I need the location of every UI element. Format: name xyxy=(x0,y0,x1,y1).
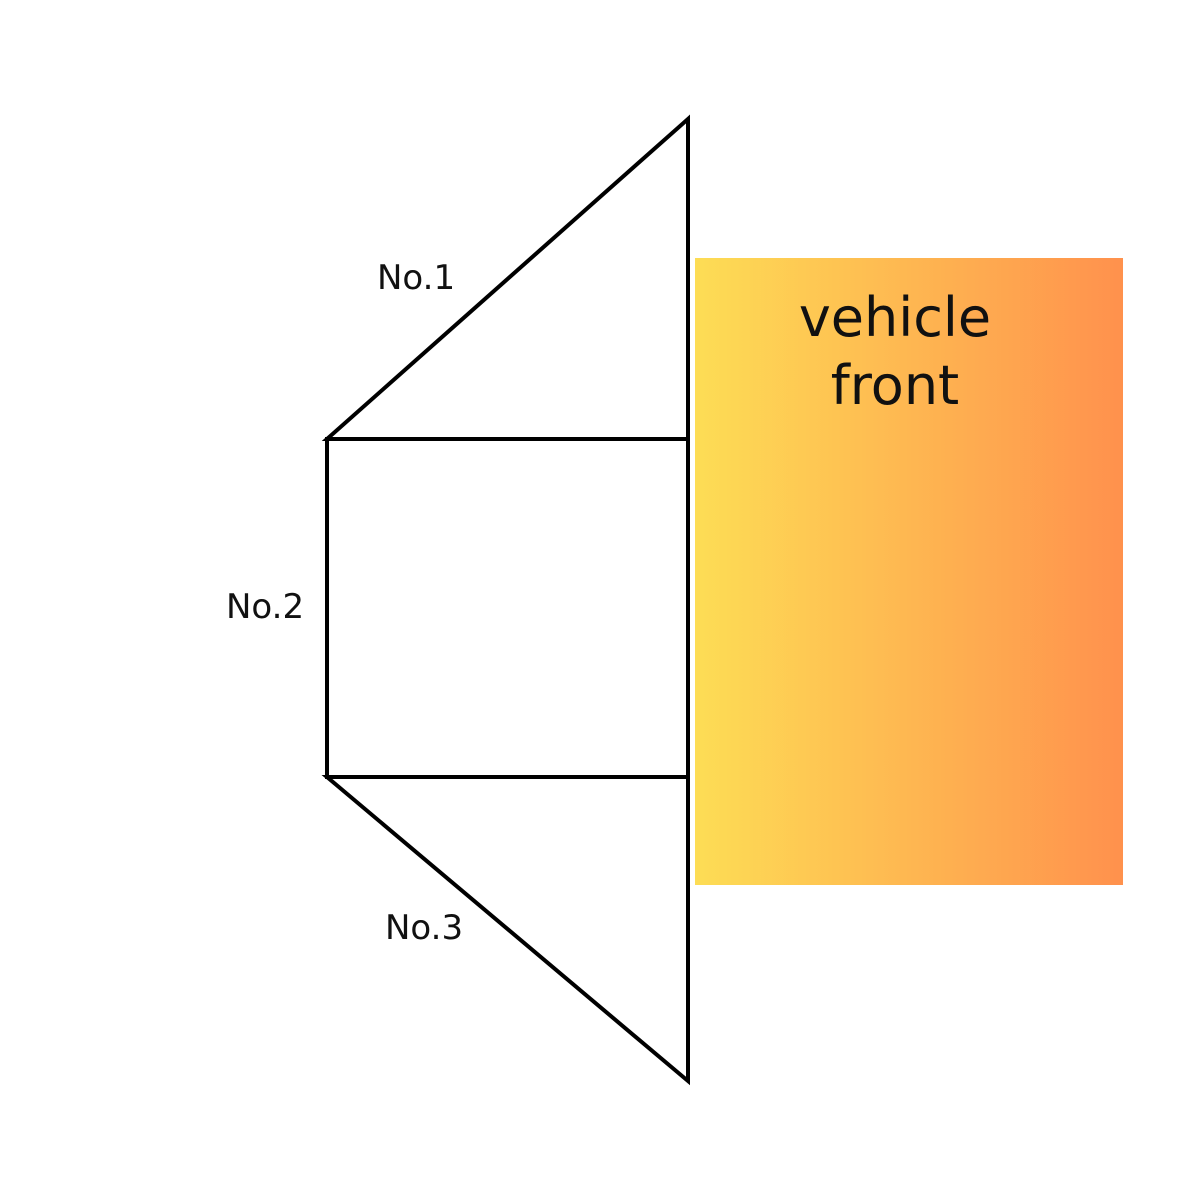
zone-2-rectangle xyxy=(325,437,690,779)
vehicle-body xyxy=(695,258,1123,885)
zone-2-label: No.2 xyxy=(226,587,305,627)
vehicle-label: vehicle front xyxy=(695,284,1095,420)
zone-1-label: No.1 xyxy=(377,258,456,298)
vehicle-label-line1: vehicle xyxy=(798,286,992,349)
vehicle-label-line2: front xyxy=(830,354,960,417)
zone-3-triangle xyxy=(321,775,690,1086)
vehicle-front-block xyxy=(695,258,1123,885)
zone-3-label: No.3 xyxy=(385,908,464,948)
